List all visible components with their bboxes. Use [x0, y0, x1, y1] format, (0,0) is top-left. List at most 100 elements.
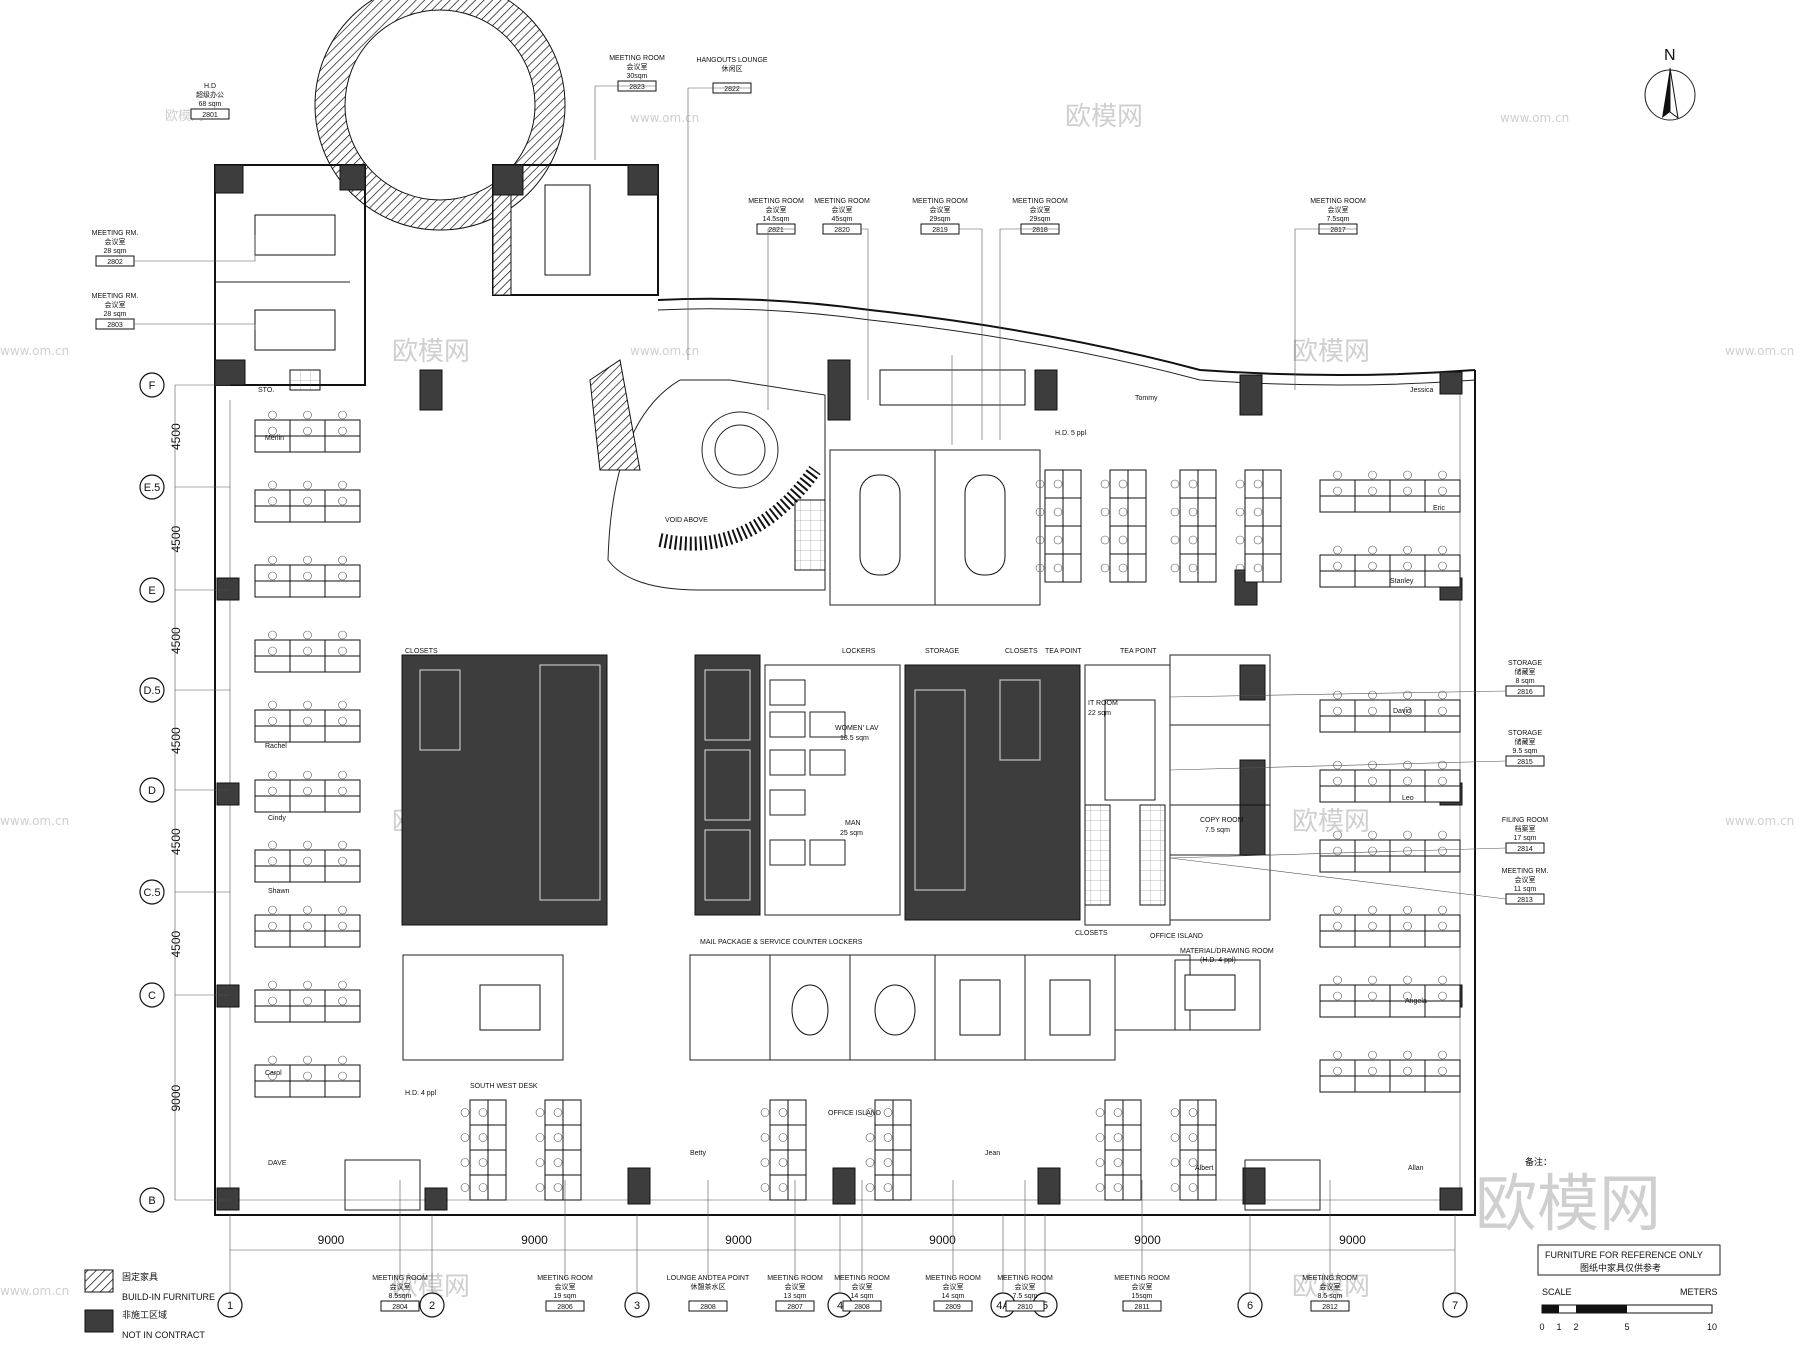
- chair: [1403, 975, 1412, 985]
- desk: [1319, 984, 1356, 1002]
- scale-tick: 2: [1573, 1322, 1578, 1332]
- desk: [254, 849, 291, 867]
- chair: [338, 1071, 347, 1081]
- chair: [1403, 690, 1412, 700]
- chair: [268, 840, 277, 850]
- room-label: 储藏室: [1515, 667, 1536, 676]
- desk: [1319, 1059, 1356, 1077]
- chair: [1438, 486, 1447, 496]
- room-name: MEETING ROOM: [1302, 1275, 1358, 1282]
- desk: [1389, 554, 1426, 572]
- chair: [268, 410, 277, 420]
- desk: [787, 1124, 807, 1151]
- mail-label: MAIL PACKAGE & SERVICE COUNTER LOCKERS: [700, 939, 863, 946]
- room-name: MEETING ROOM: [372, 1275, 428, 1282]
- grid-col-label: 7: [1452, 1300, 1458, 1312]
- chair: [1403, 760, 1412, 770]
- atrium-stair: [589, 359, 826, 591]
- desk: [289, 580, 326, 598]
- desk: [487, 1124, 507, 1151]
- room-area: 19 sqm: [554, 1293, 577, 1300]
- chair: [268, 786, 277, 796]
- room-leader: [999, 228, 1059, 440]
- desk: [1319, 699, 1356, 717]
- watermark-text: 欧模网: [392, 337, 470, 367]
- grid-col-label: 2: [429, 1300, 435, 1312]
- desk: [1197, 1099, 1217, 1126]
- person-name: Betty: [690, 1150, 706, 1157]
- chair: [338, 571, 347, 581]
- person-name: Carol: [265, 1070, 282, 1077]
- desk: [254, 914, 291, 932]
- room-code-box: [1005, 1300, 1045, 1312]
- room-leader: [767, 228, 795, 410]
- desk: [254, 655, 291, 673]
- chair: [268, 630, 277, 640]
- chair: [1095, 1158, 1105, 1167]
- desk: [1319, 769, 1356, 787]
- person-name: DAVE: [268, 1160, 287, 1167]
- chair: [1170, 535, 1180, 545]
- desk: [289, 795, 326, 813]
- desk: [1389, 1059, 1426, 1077]
- room-leader: [1169, 847, 1507, 859]
- chair: [1333, 545, 1342, 555]
- chair: [1053, 507, 1063, 517]
- chair: [778, 1158, 788, 1167]
- room-code: 2816: [1517, 689, 1533, 696]
- desk: [254, 505, 291, 523]
- chair: [1333, 905, 1342, 915]
- desk: [1062, 497, 1082, 527]
- chair: [535, 1183, 545, 1192]
- legend-swatch-hatch: [84, 1269, 114, 1293]
- room-name: MEETING ROOM: [834, 1275, 890, 1282]
- desk: [1424, 699, 1461, 717]
- building-outline: [214, 0, 1476, 1216]
- room-leader: [1294, 228, 1357, 390]
- desk: [289, 1005, 326, 1023]
- desk: [289, 914, 326, 932]
- room-code-box: [688, 1300, 728, 1312]
- chair: [1368, 905, 1377, 915]
- chair: [1035, 535, 1045, 545]
- desk: [1389, 839, 1426, 857]
- chair: [865, 1183, 875, 1192]
- desk: [289, 779, 326, 797]
- room-name-cn: 休闲区: [722, 64, 743, 73]
- desk: [562, 1099, 582, 1126]
- chair: [303, 716, 312, 726]
- room-area: 30sqm: [626, 73, 647, 80]
- desk: [1389, 930, 1426, 948]
- desk: [289, 1080, 326, 1098]
- desk: [1389, 715, 1426, 733]
- chair: [268, 716, 277, 726]
- chair: [1170, 479, 1180, 489]
- chair: [268, 700, 277, 710]
- desk: [1319, 1075, 1356, 1093]
- desk: [1354, 839, 1391, 857]
- desk: [1424, 1075, 1461, 1093]
- room-label: 11 sqm: [1514, 886, 1537, 893]
- chair: [865, 1108, 875, 1117]
- chair: [268, 480, 277, 490]
- material-room-hd: (H.D. 4 ppl): [1200, 957, 1236, 964]
- grid-row-label: C.5: [143, 887, 160, 899]
- person-name: Cindy: [268, 815, 286, 822]
- desk: [1127, 525, 1147, 555]
- grid-row-bubble: [139, 777, 165, 803]
- chair: [1403, 921, 1412, 931]
- watermark-url: www.om.cn: [1725, 344, 1794, 358]
- desk: [254, 725, 291, 743]
- chair: [1438, 1066, 1447, 1076]
- desk: [1424, 1059, 1461, 1077]
- chair: [303, 571, 312, 581]
- chair: [760, 1183, 770, 1192]
- desk: [1319, 495, 1356, 513]
- room-code-box: [775, 1300, 815, 1312]
- room-code: 2804: [392, 1304, 408, 1311]
- grid-row-label: E.5: [144, 482, 161, 494]
